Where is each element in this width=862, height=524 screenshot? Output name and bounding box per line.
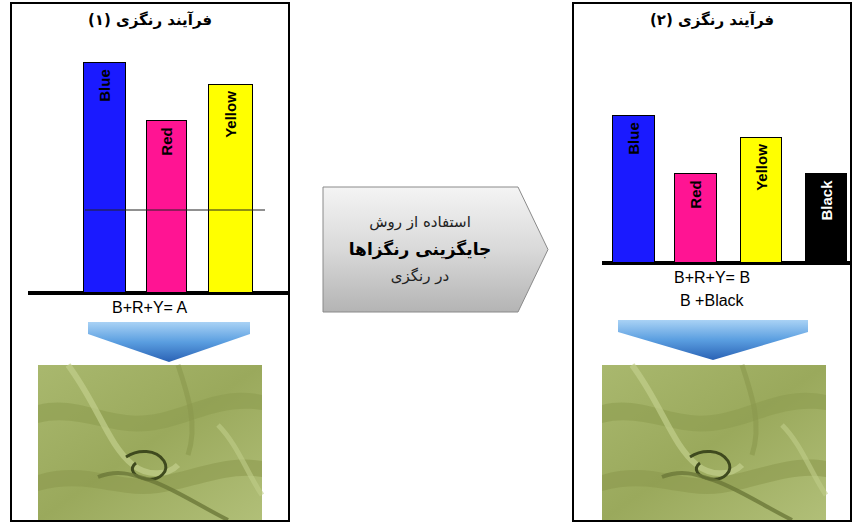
process-panel: فرآیند رنگزی (۱) BlueRed Yellow bbox=[10, 2, 290, 522]
down-arrow bbox=[88, 322, 250, 362]
method-arrow: استفاده از روشجایگزینی رنگزاهادر رنگزی bbox=[322, 186, 549, 313]
bar-label: Red bbox=[158, 127, 175, 155]
bar-label: Blue bbox=[625, 122, 642, 155]
fabric-photo bbox=[38, 365, 262, 520]
panel-title: فرآیند رنگزی (۲) bbox=[574, 11, 850, 29]
bar-label: Yellow bbox=[222, 91, 239, 138]
dye-bar: Red bbox=[146, 120, 187, 293]
bar-label: Black bbox=[818, 180, 835, 220]
bar-label: Blue bbox=[96, 69, 113, 102]
dye-bar: Blue bbox=[83, 62, 126, 293]
dye-bar: Yellow bbox=[208, 84, 253, 293]
bar-label: Red bbox=[687, 180, 704, 208]
down-arrow bbox=[618, 320, 808, 360]
dye-bar: Yellow bbox=[740, 137, 782, 263]
panel-title: فرآیند رنگزی (۱) bbox=[12, 11, 288, 29]
dye-bar: Blue bbox=[612, 115, 655, 263]
process-panel: فرآیند رنگزی (۲) BlueRed YellowBlack bbox=[572, 2, 852, 522]
formula-label: B +Black bbox=[680, 292, 744, 310]
method-text: در رنگزی bbox=[391, 263, 449, 290]
reference-line bbox=[85, 210, 265, 211]
method-text: جایگزینی رنگزاها bbox=[349, 236, 492, 263]
fabric-photo bbox=[602, 365, 826, 520]
bar-label: Yellow bbox=[753, 144, 770, 191]
dye-bar: Red bbox=[674, 173, 717, 263]
formula-label: B+R+Y= A bbox=[112, 299, 187, 317]
dye-bar: Black bbox=[805, 173, 847, 263]
formula-label: B+R+Y= B bbox=[674, 269, 750, 287]
method-text: استفاده از روش bbox=[369, 209, 471, 236]
text-stack: استفاده از روشجایگزینی رنگزاهادر رنگزی bbox=[322, 186, 518, 313]
